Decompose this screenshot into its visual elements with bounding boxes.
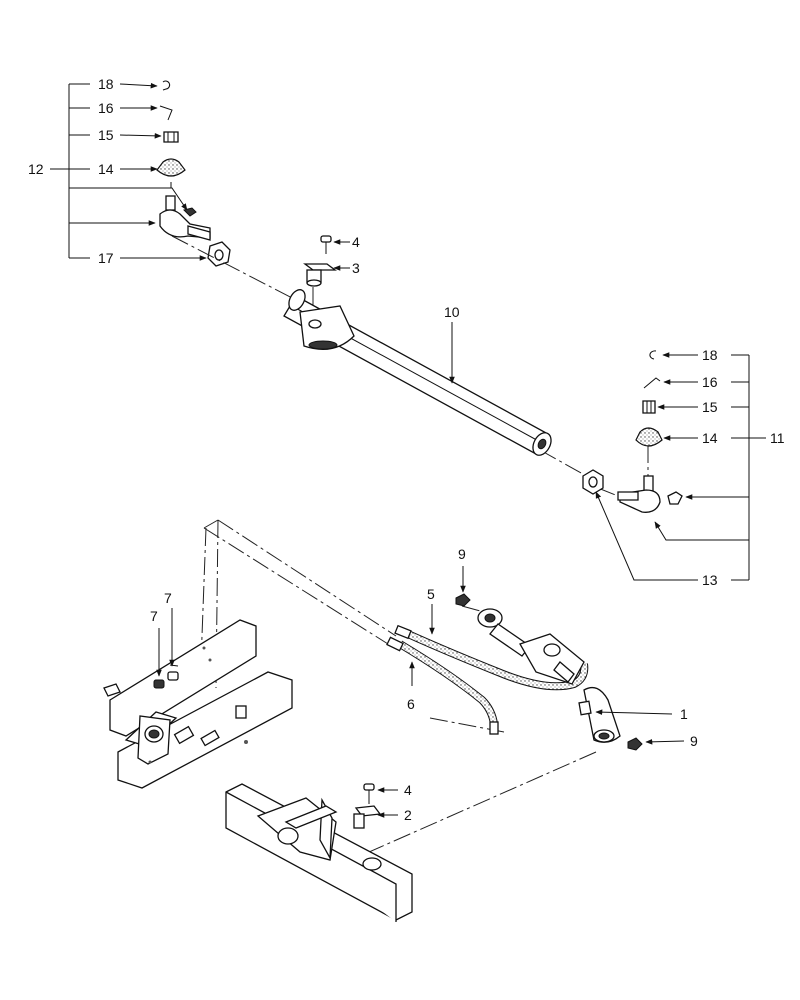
castle-nut-15-right	[642, 400, 656, 414]
callout-16-right: 16	[702, 374, 718, 390]
callout-1: 1	[680, 706, 688, 722]
tie-rod-end-left	[159, 195, 211, 241]
callout-12: 12	[28, 161, 44, 177]
callout-18: 18	[98, 76, 114, 92]
callout-6: 6	[407, 696, 415, 712]
cotter-pin-16	[159, 105, 173, 121]
callout-15: 15	[98, 127, 114, 143]
tie-rod-end-right	[617, 475, 683, 513]
castle-nut-15	[163, 131, 179, 143]
callout-4: 4	[352, 234, 360, 250]
callout-15-right: 15	[702, 399, 718, 415]
bolt-4-upper	[320, 235, 332, 254]
bracket-12	[50, 82, 207, 261]
grease-fitting-left	[183, 207, 197, 217]
tie-tube-10	[283, 289, 552, 456]
hose-6	[386, 636, 499, 735]
jam-nut-13	[582, 469, 604, 495]
dust-boot-14	[156, 158, 186, 188]
callout-11: 11	[770, 430, 785, 446]
cotter-ring-18	[162, 80, 171, 91]
frame-rail	[103, 619, 293, 789]
callout-2: 2	[404, 807, 412, 823]
clamp-bracket-3	[303, 263, 337, 287]
callout-17: 17	[98, 250, 114, 266]
clamp-bracket-2	[353, 805, 382, 829]
callout-9-top: 9	[458, 546, 466, 562]
fitting-7a	[153, 679, 165, 689]
cotter-pin-16-right	[643, 377, 661, 389]
bracket-11	[595, 352, 766, 581]
callout-3: 3	[352, 260, 360, 276]
grease-fitting-right	[667, 491, 683, 505]
callout-14-right: 14	[702, 430, 718, 446]
bolt-4-lower	[363, 783, 375, 804]
callout-7a: 7	[150, 608, 158, 624]
dust-boot-14-right	[635, 427, 663, 447]
grease-fitting-9-top	[455, 593, 471, 607]
callout-10: 10	[444, 304, 460, 320]
callout-18-right: 18	[702, 347, 718, 363]
callout-9-bottom: 9	[690, 733, 698, 749]
callout-14: 14	[98, 161, 114, 177]
grease-fitting-9-bottom	[627, 737, 643, 751]
callout-7b: 7	[164, 590, 172, 606]
callout-13: 13	[702, 572, 718, 588]
axle-beam	[225, 783, 413, 922]
callout-16: 16	[98, 100, 114, 116]
callout-5: 5	[427, 586, 435, 602]
hose-5	[394, 624, 589, 691]
jam-nut-17	[207, 241, 231, 267]
callout-4-lower: 4	[404, 782, 412, 798]
cotter-ring-18-right	[649, 350, 657, 360]
